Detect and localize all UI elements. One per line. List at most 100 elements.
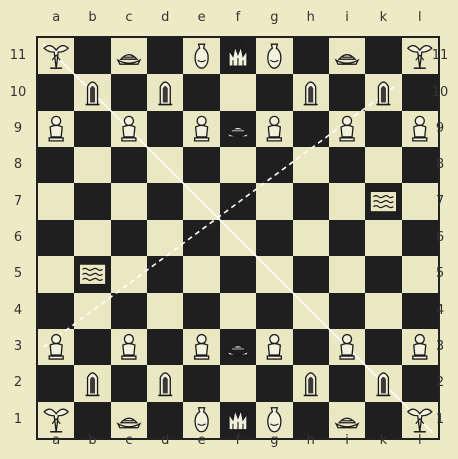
square-d4[interactable]	[147, 293, 184, 330]
square-f3[interactable]	[220, 329, 257, 366]
square-f11[interactable]	[220, 38, 257, 75]
square-e6[interactable]	[183, 220, 220, 257]
square-a11[interactable]	[38, 38, 75, 75]
square-g10[interactable]	[256, 74, 293, 111]
square-h3[interactable]	[293, 329, 330, 366]
square-f8[interactable]	[220, 147, 257, 184]
square-c9[interactable]	[111, 111, 148, 148]
square-e4[interactable]	[183, 293, 220, 330]
square-c10[interactable]	[111, 74, 148, 111]
square-i6[interactable]	[329, 220, 366, 257]
square-g3[interactable]	[256, 329, 293, 366]
square-i10[interactable]	[329, 74, 366, 111]
square-h4[interactable]	[293, 293, 330, 330]
square-f9[interactable]	[220, 111, 257, 148]
square-g9[interactable]	[256, 111, 293, 148]
square-c5[interactable]	[111, 256, 148, 293]
square-a10[interactable]	[38, 74, 75, 111]
square-a3[interactable]	[38, 329, 75, 366]
square-i8[interactable]	[329, 147, 366, 184]
square-i5[interactable]	[329, 256, 366, 293]
square-k3[interactable]	[365, 329, 402, 366]
square-a7[interactable]	[38, 183, 75, 220]
square-k2[interactable]	[365, 365, 402, 402]
square-a5[interactable]	[38, 256, 75, 293]
square-c7[interactable]	[111, 183, 148, 220]
square-c2[interactable]	[111, 365, 148, 402]
square-d7[interactable]	[147, 183, 184, 220]
square-g2[interactable]	[256, 365, 293, 402]
square-a2[interactable]	[38, 365, 75, 402]
square-c8[interactable]	[111, 147, 148, 184]
square-e2[interactable]	[183, 365, 220, 402]
square-f6[interactable]	[220, 220, 257, 257]
square-k8[interactable]	[365, 147, 402, 184]
square-b9[interactable]	[74, 111, 111, 148]
square-k9[interactable]	[365, 111, 402, 148]
square-h5[interactable]	[293, 256, 330, 293]
square-g5[interactable]	[256, 256, 293, 293]
square-e10[interactable]	[183, 74, 220, 111]
square-g6[interactable]	[256, 220, 293, 257]
square-i7[interactable]	[329, 183, 366, 220]
square-b11[interactable]	[74, 38, 111, 75]
square-c6[interactable]	[111, 220, 148, 257]
square-h7[interactable]	[293, 183, 330, 220]
square-h9[interactable]	[293, 111, 330, 148]
square-e9[interactable]	[183, 111, 220, 148]
square-i9[interactable]	[329, 111, 366, 148]
square-b10[interactable]	[74, 74, 111, 111]
square-e3[interactable]	[183, 329, 220, 366]
square-h6[interactable]	[293, 220, 330, 257]
square-f5[interactable]	[220, 256, 257, 293]
square-d9[interactable]	[147, 111, 184, 148]
square-e7[interactable]	[183, 183, 220, 220]
square-b4[interactable]	[74, 293, 111, 330]
square-d2[interactable]	[147, 365, 184, 402]
square-g7[interactable]	[256, 183, 293, 220]
square-f4[interactable]	[220, 293, 257, 330]
square-d5[interactable]	[147, 256, 184, 293]
square-d8[interactable]	[147, 147, 184, 184]
square-k5[interactable]	[365, 256, 402, 293]
square-g11[interactable]	[256, 38, 293, 75]
square-g8[interactable]	[256, 147, 293, 184]
square-e5[interactable]	[183, 256, 220, 293]
square-a4[interactable]	[38, 293, 75, 330]
square-b7[interactable]	[74, 183, 111, 220]
square-k11[interactable]	[365, 38, 402, 75]
square-b3[interactable]	[74, 329, 111, 366]
square-c11[interactable]	[111, 38, 148, 75]
square-f7[interactable]	[220, 183, 257, 220]
square-i3[interactable]	[329, 329, 366, 366]
square-e11[interactable]	[183, 38, 220, 75]
square-b8[interactable]	[74, 147, 111, 184]
square-b6[interactable]	[74, 220, 111, 257]
square-h2[interactable]	[293, 365, 330, 402]
square-h10[interactable]	[293, 74, 330, 111]
square-f10[interactable]	[220, 74, 257, 111]
square-c4[interactable]	[111, 293, 148, 330]
square-k6[interactable]	[365, 220, 402, 257]
square-f2[interactable]	[220, 365, 257, 402]
square-b2[interactable]	[74, 365, 111, 402]
square-h8[interactable]	[293, 147, 330, 184]
square-d3[interactable]	[147, 329, 184, 366]
square-d10[interactable]	[147, 74, 184, 111]
square-k10[interactable]	[365, 74, 402, 111]
square-a8[interactable]	[38, 147, 75, 184]
square-g4[interactable]	[256, 293, 293, 330]
square-h11[interactable]	[293, 38, 330, 75]
square-a9[interactable]	[38, 111, 75, 148]
square-i2[interactable]	[329, 365, 366, 402]
square-d6[interactable]	[147, 220, 184, 257]
square-a6[interactable]	[38, 220, 75, 257]
square-e8[interactable]	[183, 147, 220, 184]
square-k7[interactable]	[365, 183, 402, 220]
square-c3[interactable]	[111, 329, 148, 366]
square-b5[interactable]	[74, 256, 111, 293]
square-d11[interactable]	[147, 38, 184, 75]
square-i4[interactable]	[329, 293, 366, 330]
square-k4[interactable]	[365, 293, 402, 330]
square-i11[interactable]	[329, 38, 366, 75]
